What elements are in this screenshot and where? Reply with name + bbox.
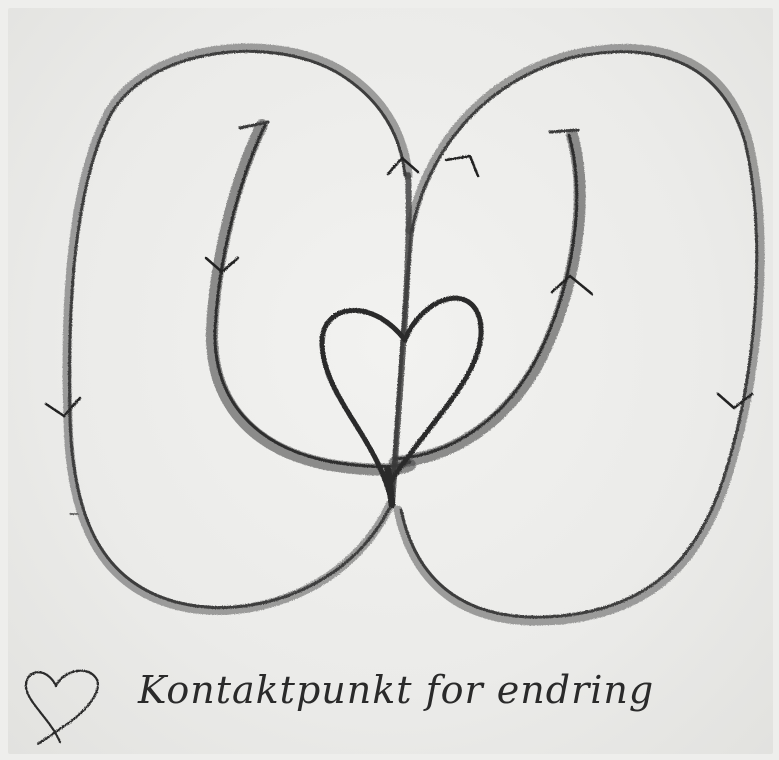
arrow-up-center-right [446, 156, 478, 176]
left-inner-loop [212, 122, 410, 470]
legend-label: Kontaktpunkt for endring [138, 668, 654, 712]
heart-icon [26, 671, 98, 744]
right-outer-loop [398, 48, 760, 621]
left-outer-loop [67, 48, 408, 611]
